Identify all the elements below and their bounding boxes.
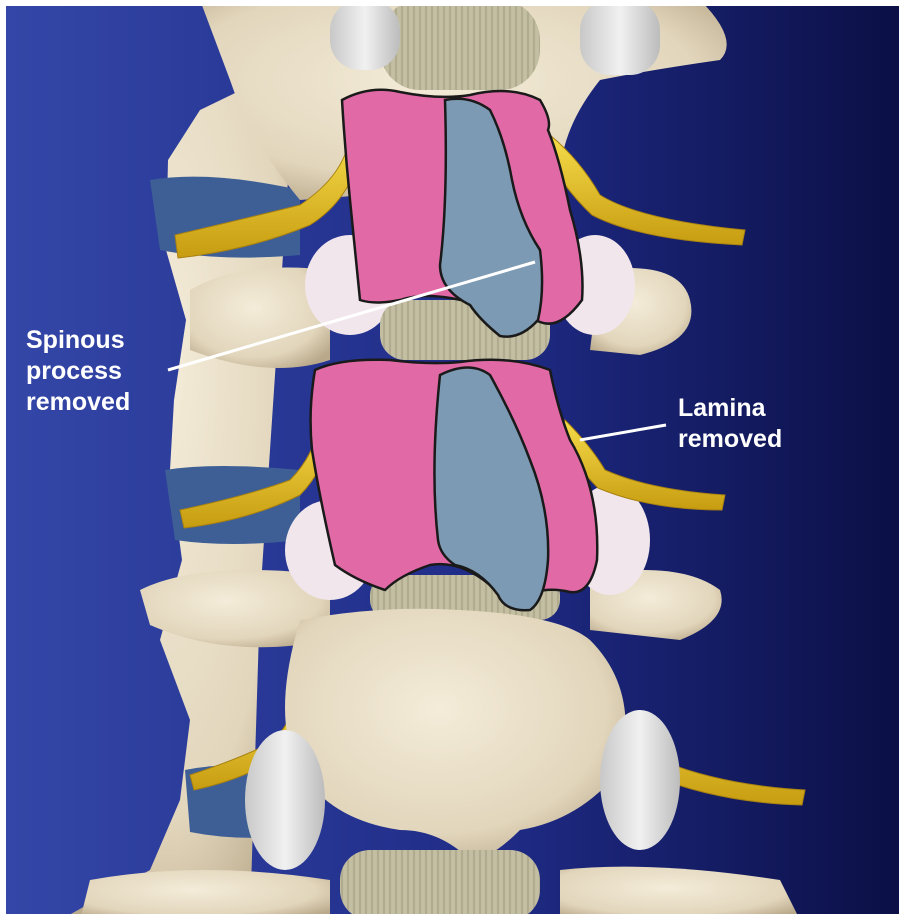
bottom-disc — [340, 850, 540, 920]
lamina-label: Lamina removed — [678, 393, 782, 455]
spinous-process-label: Spinous process removed — [26, 325, 130, 418]
bottom-capsule-right — [600, 710, 680, 850]
bottom-capsule-left — [245, 730, 325, 870]
top-capsule-left — [330, 0, 400, 70]
bottom-vertebra-base — [80, 870, 330, 920]
top-capsule-right — [580, 0, 660, 75]
top-disc — [380, 0, 540, 90]
